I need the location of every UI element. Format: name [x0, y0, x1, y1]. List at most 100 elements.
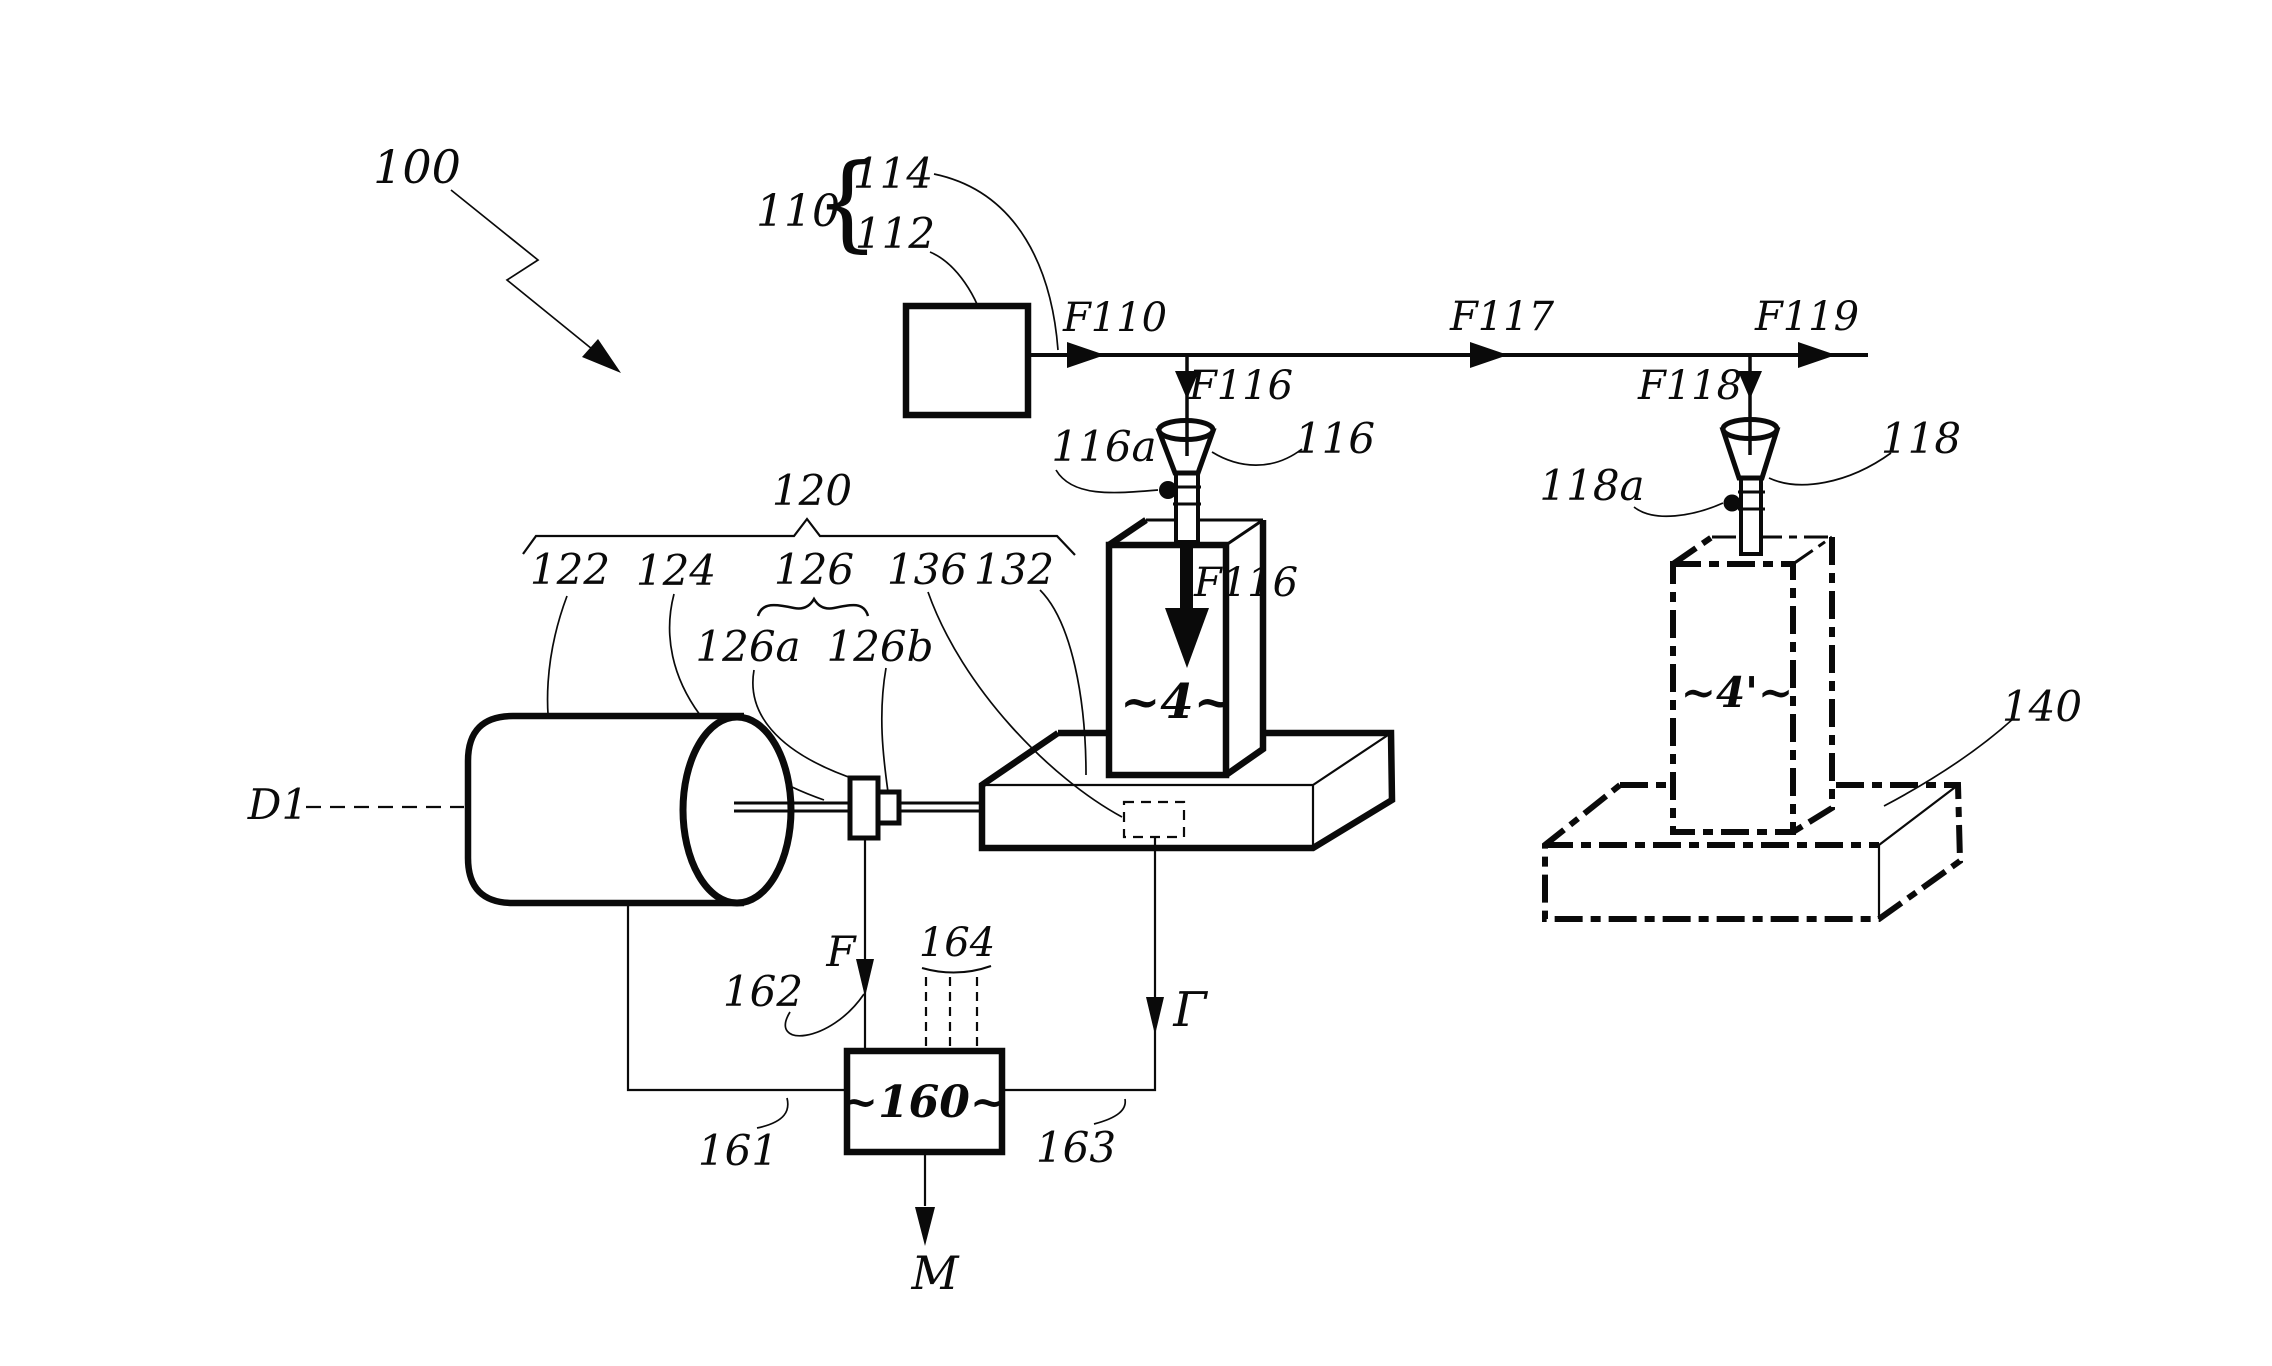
- platform140-inner-edges: [1877, 784, 1959, 919]
- label-F: F: [825, 927, 857, 976]
- container4alt-front-face: [1673, 564, 1793, 832]
- valve-knob-118a: [1723, 494, 1741, 512]
- valve-knob-116a: [1159, 481, 1177, 499]
- container4alt-back-edges: [1671, 534, 1835, 835]
- label-container-4: ~4~: [1120, 674, 1234, 730]
- leader-118a: [1633, 502, 1724, 518]
- container4-front-outline: [1105, 541, 1230, 779]
- nozzle118-tube: [1739, 476, 1763, 556]
- shaft-124: [734, 801, 982, 813]
- leader-114: [933, 173, 1059, 351]
- arrowhead-F: [856, 959, 874, 997]
- arrowhead-F116-down: [1175, 371, 1199, 399]
- brace-120: [522, 517, 1076, 556]
- label-140: 140: [2002, 682, 2082, 731]
- supply-line: F110 F117 F119: [1028, 294, 1868, 368]
- label-124: 124: [636, 546, 716, 595]
- leader-126a: [752, 669, 861, 782]
- label-100: 100: [373, 140, 461, 194]
- label-118: 118: [1881, 414, 1961, 463]
- label-M: M: [910, 1246, 960, 1300]
- reference-100: 100: [373, 140, 621, 373]
- label-160: ~160~: [841, 1077, 1007, 1128]
- container4-right-face: [1226, 520, 1263, 775]
- leader-126b: [880, 667, 889, 793]
- arrowhead-F117: [1470, 342, 1508, 368]
- label-F119: F119: [1754, 294, 1859, 340]
- sensor-136-dashed-box: [1122, 800, 1186, 839]
- leader-140: [1883, 717, 2015, 807]
- controller-wiring: F 164 Γ 162 161 163: [626, 838, 1208, 1175]
- arrowhead-F119: [1798, 342, 1836, 368]
- drum-body-outline: [464, 712, 744, 907]
- label-112: 112: [855, 209, 935, 258]
- arrowhead-M: [915, 1207, 935, 1246]
- label-126: 126: [774, 545, 854, 594]
- brace-110-icon: {: [814, 141, 880, 263]
- wire-161: [626, 903, 847, 1092]
- zigzag-arrowhead: [582, 339, 621, 373]
- label-110: 110: [756, 186, 840, 237]
- source-vessel-112: [902, 302, 1032, 419]
- source-assembly-110: 110 { 114 112: [756, 141, 1059, 419]
- leader-163: [1093, 1098, 1127, 1125]
- container4alt-top-edges: [1712, 535, 1833, 566]
- underline-164: [921, 965, 992, 974]
- container4alt-right-face: [1793, 537, 1832, 832]
- label-F117: F117: [1449, 294, 1555, 340]
- leader-162: [784, 993, 865, 1037]
- label-126a: 126a: [695, 622, 800, 671]
- leader-132: [1039, 589, 1087, 776]
- container4-back-edges: [1107, 517, 1267, 778]
- label-116a: 116a: [1051, 422, 1156, 471]
- label-120: 120: [772, 466, 852, 515]
- controller-box: [843, 1047, 1006, 1156]
- controller-160: ~160~ M: [841, 1047, 1007, 1300]
- container4-top-edges: [1146, 518, 1264, 547]
- label-122: 122: [530, 545, 610, 594]
- container-4-alt: ~4'~: [1670, 534, 1835, 835]
- container4-front-face: [1109, 545, 1226, 775]
- platform140-front-face: [1545, 845, 1879, 919]
- leader-116: [1211, 448, 1303, 466]
- label-F116-line: F116: [1188, 363, 1293, 409]
- arrowhead-gamma: [1146, 997, 1164, 1035]
- zigzag-arrow-line: [450, 189, 593, 350]
- label-161: 161: [698, 1126, 778, 1175]
- nozzle118-rings: [1738, 490, 1765, 511]
- arrowhead-F110: [1067, 342, 1105, 368]
- label-118a: 118a: [1539, 461, 1644, 510]
- label-132: 132: [974, 545, 1054, 594]
- nozzle-116: F116 116a 116: [1051, 355, 1375, 544]
- label-114: 114: [853, 149, 933, 198]
- container4alt-front-outline: [1670, 561, 1796, 835]
- nozzle116-tube: [1174, 471, 1200, 544]
- nozzle-118: F118 118a 118: [1539, 355, 1961, 556]
- leader-161: [756, 1097, 789, 1129]
- label-164: 164: [919, 920, 995, 966]
- label-F116-fill: F116: [1193, 560, 1298, 606]
- platform140-right-face: [1879, 785, 1960, 919]
- leader-118: [1768, 452, 1892, 486]
- arrowhead-F118-down: [1738, 371, 1762, 399]
- label-136: 136: [887, 545, 967, 594]
- fill-arrowhead: [1165, 608, 1209, 668]
- platform-right-face: [1313, 733, 1392, 848]
- label-gamma: Γ: [1172, 982, 1208, 1038]
- wire-163-gamma: [1002, 838, 1157, 1092]
- wires-164-dashed: [924, 977, 979, 1051]
- label-container-4-alt: ~4'~: [1681, 668, 1793, 717]
- coupling-126b-block: [875, 789, 902, 826]
- leader-136: [927, 591, 1123, 818]
- label-162: 162: [723, 967, 803, 1016]
- drum-body-fill: [468, 716, 744, 903]
- drum-and-shaft: D1: [247, 712, 982, 907]
- nozzle116-rings: [1173, 485, 1201, 506]
- leader-116a: [1055, 469, 1159, 494]
- label-126b: 126b: [826, 622, 933, 671]
- label-163: 163: [1036, 1123, 1116, 1172]
- label-116: 116: [1295, 414, 1375, 463]
- drive-assembly-labels-120: 120 122 124 126 136 132 126a 126b: [522, 466, 1123, 818]
